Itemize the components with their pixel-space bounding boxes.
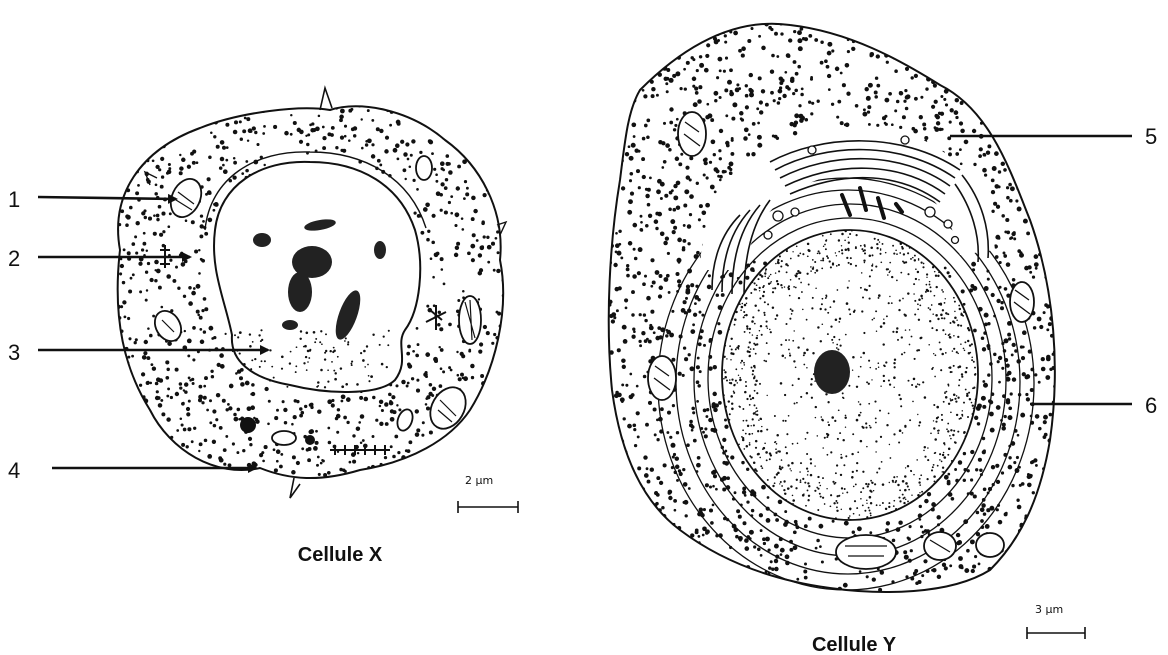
scale-label-y: 3 µm bbox=[1035, 603, 1063, 616]
cell-y: 5 6 3 µm Cellule Y bbox=[603, 18, 1157, 655]
cell-y-nucleolus bbox=[814, 350, 850, 394]
label-1: 1 bbox=[8, 187, 20, 212]
label-5: 5 bbox=[1145, 124, 1157, 149]
scale-label-x: 2 µm bbox=[465, 474, 493, 487]
cell-y-nucleus bbox=[722, 230, 978, 520]
caption-cell-y: Cellule Y bbox=[812, 634, 897, 655]
label-3: 3 bbox=[8, 340, 20, 365]
label-4: 4 bbox=[8, 458, 20, 483]
caption-cell-x: Cellule X bbox=[298, 544, 383, 566]
scale-bar-x bbox=[458, 501, 518, 513]
scale-bar-y bbox=[1027, 627, 1085, 639]
cell-x: 1 2 3 4 2 µm Cellule X bbox=[8, 88, 518, 566]
label-2: 2 bbox=[8, 246, 20, 271]
label-6: 6 bbox=[1145, 393, 1157, 418]
